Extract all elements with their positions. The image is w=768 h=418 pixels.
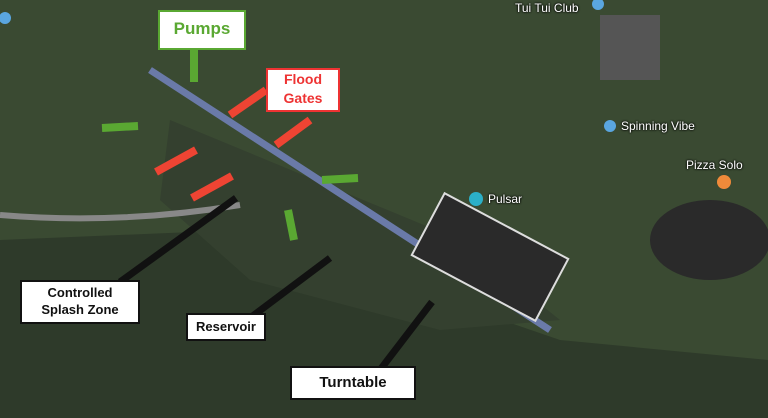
- poi-spinning-vibe[interactable]: Spinning Vibe: [621, 119, 695, 133]
- pumps-label: Pumps: [158, 10, 246, 50]
- reservoir-label: Reservoir: [186, 313, 266, 341]
- pin-icon[interactable]: [604, 120, 616, 132]
- pump-arrow: [284, 209, 298, 241]
- pizza-solo-building: [650, 200, 768, 280]
- reservoir-arrow: [247, 255, 333, 321]
- poi-pulsar[interactable]: Pulsar: [488, 192, 523, 206]
- splash-zone-line2: Splash Zone: [41, 302, 119, 317]
- turntable-label: Turntable: [290, 366, 416, 400]
- camera-pin-icon[interactable]: [469, 192, 483, 206]
- pin-icon[interactable]: [0, 12, 11, 24]
- pin-icon[interactable]: [592, 0, 604, 10]
- turntable-building: [410, 191, 570, 323]
- splash-zone-line1: Controlled: [47, 285, 113, 300]
- turntable-arrow: [377, 299, 435, 373]
- flood-gate-arrow: [273, 116, 313, 149]
- splash-zone-arrow: [117, 195, 239, 285]
- flood-gates-line2: Gates: [283, 90, 323, 106]
- pump-arrow: [321, 174, 359, 184]
- flood-gates-line1: Flood: [283, 71, 323, 87]
- pump-arrow: [101, 122, 139, 132]
- flood-gate-arrow: [227, 86, 269, 119]
- restaurant-pin-icon[interactable]: [717, 175, 731, 189]
- building: [600, 15, 660, 80]
- flood-gate-arrow: [190, 172, 234, 202]
- poi-pizza-solo[interactable]: Pizza Solo: [686, 158, 743, 172]
- poi-tui-tui-club[interactable]: Tui Tui Club: [515, 1, 579, 15]
- flood-gate-arrow: [154, 146, 198, 176]
